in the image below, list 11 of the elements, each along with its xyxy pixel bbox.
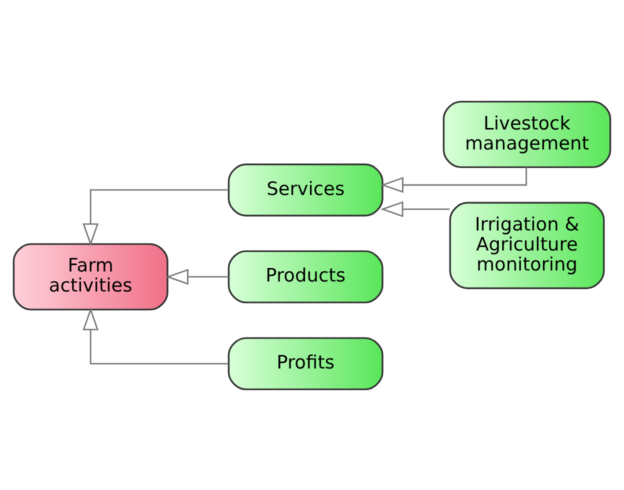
node-box: Profits — [228, 336, 384, 390]
arrow — [380, 166, 527, 192]
arrow — [380, 200, 450, 217]
arrow — [82, 307, 229, 364]
node-box: Farm activities — [12, 242, 168, 310]
node-box: Irrigation & Agriculture monitoring — [449, 201, 605, 289]
node-box: Services — [228, 163, 384, 216]
node-box: Livestock management — [442, 100, 612, 168]
arrow — [82, 188, 229, 246]
node-box: Products — [228, 250, 384, 303]
arrow — [166, 268, 229, 284]
